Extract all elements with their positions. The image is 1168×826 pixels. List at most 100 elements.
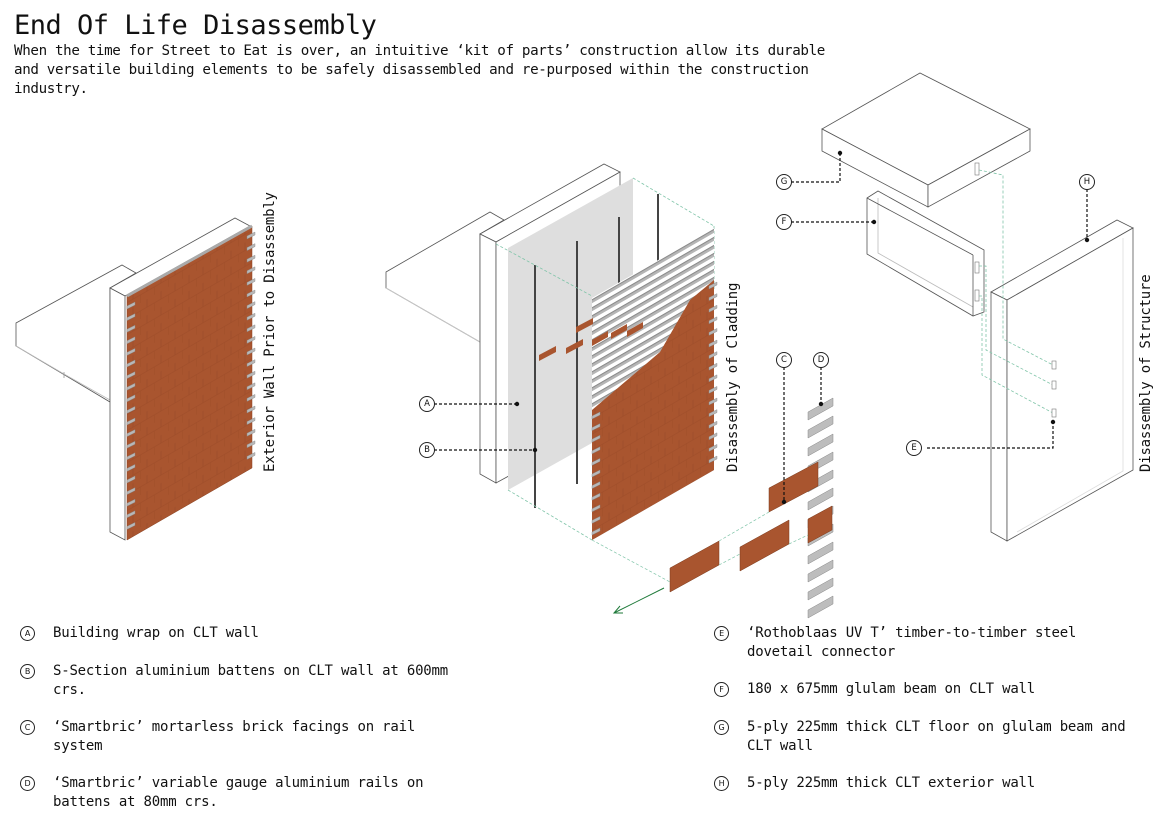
legend-text: ‘Smartbric’ variable gauge aluminium rai… [53,775,424,810]
aluminium-rail [807,487,834,511]
rail-stub [126,487,136,495]
clt-floor-panel [821,72,1031,208]
rail-stub [246,382,256,391]
view-existing-wall [15,217,256,541]
rail-stub [126,452,136,461]
rail-stub [708,339,718,348]
legend-text: ‘Rothoblaas UV T’ timber-to-timber steel… [747,625,1077,660]
exploded-brick-projections [591,511,809,583]
rail-stub [591,446,601,455]
view-structure-disassembly [821,72,1134,542]
rail-stub [246,440,256,449]
rail-stub [708,362,718,371]
rail-stub [708,397,718,406]
rail-stub [708,432,718,441]
rail-ends-left [591,411,601,536]
view-label-cladding: Disassembly of Cladding [725,282,741,472]
rail-stub [708,420,718,429]
rail-stub [126,313,136,321]
rail-stub [246,289,256,298]
rail-stub [708,281,718,290]
loose-bricks [539,318,643,361]
rail-stub [126,371,136,379]
rail-stub [126,301,136,310]
rail-stub [708,455,718,464]
rail-stub [246,347,256,356]
legend-badge: H [714,776,729,791]
rail-ends-right [246,231,256,460]
rail-stub [591,492,601,501]
aluminium-rail [807,415,834,439]
rail-stub [246,359,256,367]
rail-stub [708,444,718,452]
legend-badge: G [714,720,729,735]
leader-dots [514,150,1090,505]
rail-stub [708,304,718,313]
view-cladding-disassembly [385,163,834,619]
callout-c: C [776,352,792,368]
rail-stub [126,336,136,345]
rail-stub [591,516,601,524]
aluminium-rail [807,541,834,565]
rail-stub [246,278,256,286]
rail-stub [591,423,601,431]
rail-stub [708,409,718,417]
rail-stub [126,510,136,519]
rail-stub [126,429,136,437]
rail-stub [246,452,256,460]
rail-stub [246,243,256,251]
legend-badge: E [714,626,729,641]
rail-stub [708,374,718,383]
connector-projections [978,169,1054,414]
rail-stub [246,324,256,333]
legend-text: 180 x 675mm glulam beam on CLT wall [747,681,1036,697]
rail-stub [126,498,136,507]
legend-text: ‘Smartbric’ mortarless brick facings on … [53,719,416,754]
callout-a: A [419,396,435,412]
rail-stub [126,440,136,449]
rail-stub [591,458,601,466]
removal-arrow [612,587,665,614]
brick-facade-partial [592,280,714,540]
rail-ends-right [708,281,718,464]
legend-badge: D [20,776,35,791]
callout-h: H [1079,174,1095,190]
rail-stub [591,481,601,489]
rail-stub [126,522,136,530]
rail-stub [126,394,136,403]
rail-stub [126,348,136,356]
rail-stub [246,231,256,240]
legend-badge: C [20,720,35,735]
rail-stub [126,324,136,333]
legend-badge: F [714,682,729,697]
rail-stub [246,394,256,402]
leader-lines [434,153,1088,502]
callout-d: D [813,352,829,368]
intro-paragraph: When the time for Street to Eat is over,… [14,43,825,97]
rail-stub [246,301,256,309]
legend-badge: B [20,664,35,679]
view-label-existing: Exterior Wall Prior to Disassembly [262,192,278,472]
legend-text: 5-ply 225mm thick CLT exterior wall [747,775,1036,791]
rail-stub [246,254,256,263]
rail-stub [126,464,136,472]
rail-stub [708,386,718,394]
callout-f: F [776,214,792,230]
rail-stub [708,316,718,325]
rail-stub [246,417,256,425]
legend-text: Building wrap on CLT wall [53,625,259,641]
rail-stub [708,351,718,359]
rail-stub [246,336,256,344]
rail-stub [126,475,136,484]
aluminium-rail [807,433,834,457]
rail-stub [246,266,256,275]
rail-stub [591,504,601,513]
connectors [1051,360,1057,418]
rail-stub [126,417,136,426]
rail-stub [591,469,601,478]
rail-stub [126,382,136,391]
rail-stub [246,405,256,414]
aluminium-rail [807,577,834,601]
exploded-bricks [669,461,833,593]
